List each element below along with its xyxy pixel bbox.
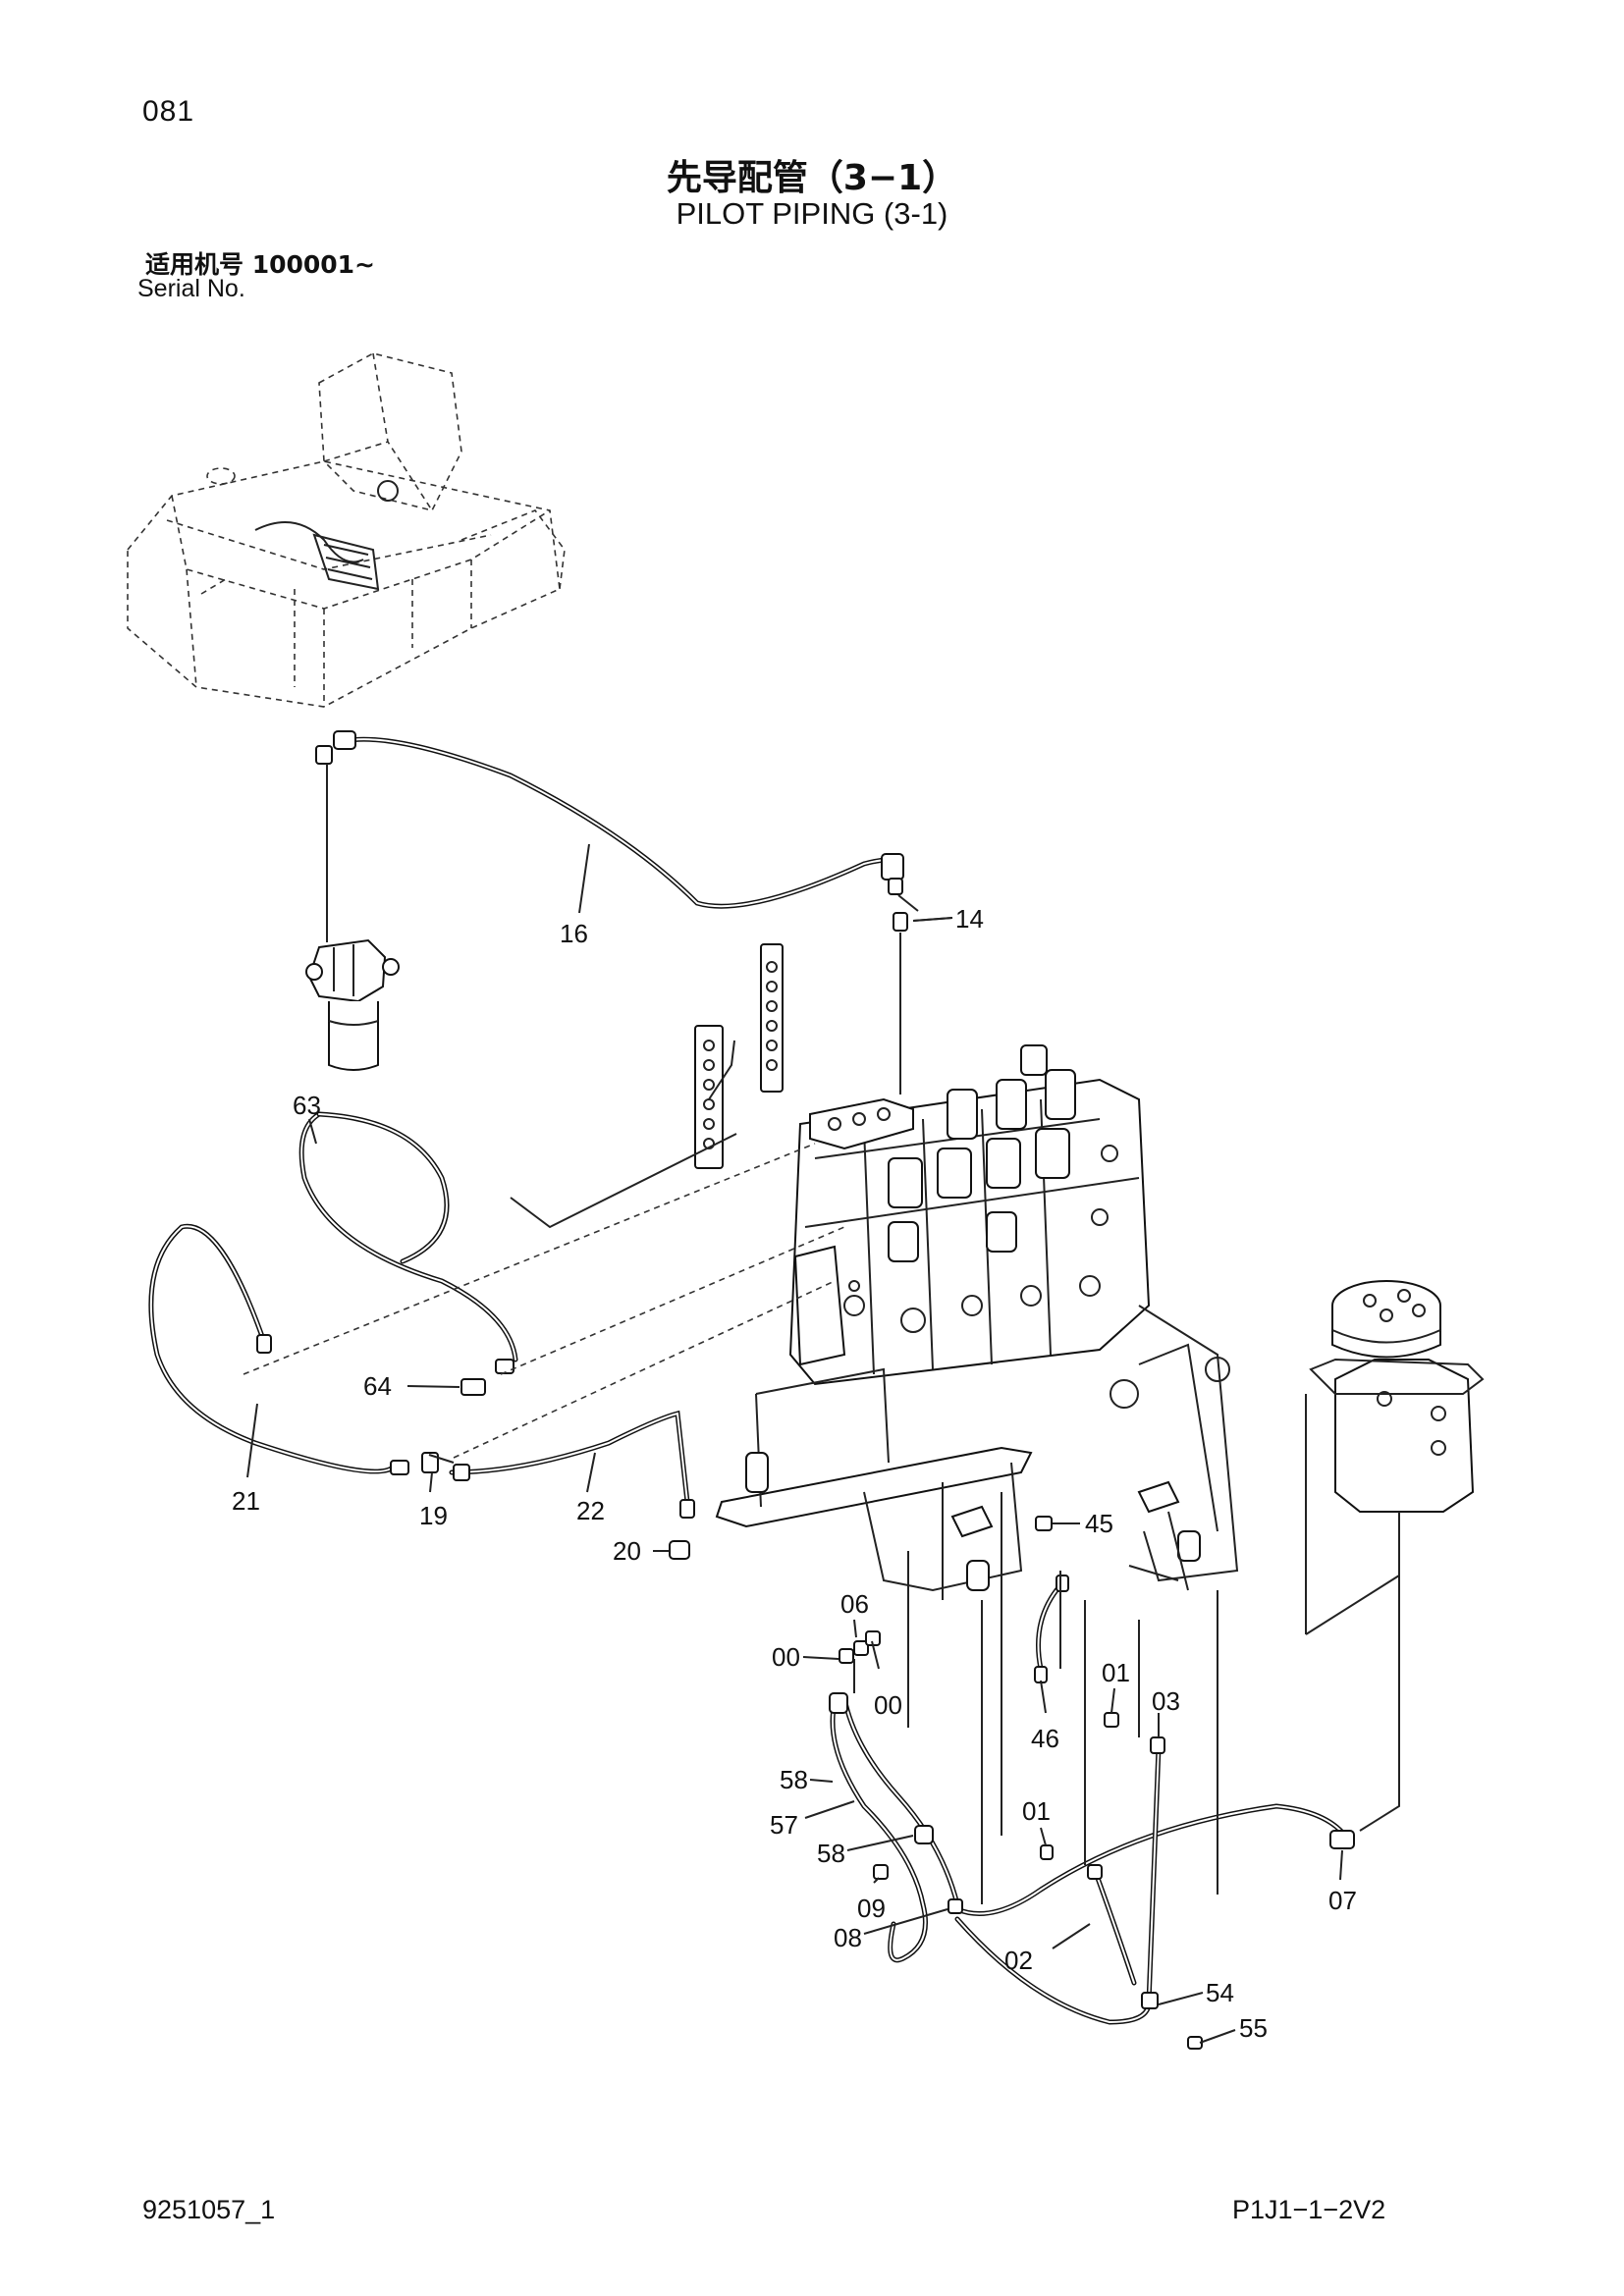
- control-valve: [788, 1044, 1151, 1409]
- hose-16: [315, 730, 904, 942]
- callout-63: 63: [293, 1091, 321, 1120]
- leader-dashed-21: [243, 1143, 816, 1375]
- callout-14: 14: [955, 904, 984, 934]
- hose-46: [1034, 1575, 1069, 1683]
- leader-63: [510, 1133, 737, 1229]
- fitting-20: [669, 1540, 690, 1560]
- callout-00-right: 00: [874, 1690, 902, 1720]
- callout-leaders: [246, 843, 1343, 2044]
- hose-21: [148, 1223, 409, 1475]
- callout-20: 20: [613, 1536, 641, 1566]
- callout-01-lower: 01: [1022, 1796, 1051, 1826]
- page-code: 081: [142, 95, 195, 128]
- center-joint: [1305, 1280, 1485, 1832]
- callout-58-lower: 58: [817, 1839, 845, 1868]
- serial-range-chinese: 适用机号 100001∼: [145, 250, 376, 279]
- footer-document-number: 9251057_1: [142, 2195, 276, 2224]
- valve-spools: [888, 1044, 1076, 1262]
- callout-06: 06: [840, 1589, 869, 1619]
- callout-16: 16: [560, 919, 588, 948]
- callout-07: 07: [1328, 1886, 1357, 1915]
- callout-22: 22: [576, 1496, 605, 1525]
- fitting-45: [1035, 1516, 1053, 1531]
- title-chinese: 先导配管（3−1）: [666, 158, 958, 198]
- title-english: PILOT PIPING (3-1): [676, 196, 948, 231]
- callout-19: 19: [419, 1501, 448, 1530]
- valve-ports: [843, 1145, 1139, 1409]
- callout-02: 02: [1004, 1946, 1033, 1975]
- footer-page-reference: P1J1−1−2V2: [1232, 2195, 1386, 2224]
- callout-54: 54: [1206, 1978, 1234, 2007]
- fitting-19: [421, 1452, 455, 1473]
- guide-lines: [907, 1492, 1218, 1904]
- pipes-02-03-07: [873, 1712, 1355, 2050]
- hose-63: [298, 1111, 518, 1374]
- pilot-filter-assembly: [305, 938, 400, 1071]
- callout-08: 08: [834, 1923, 862, 1952]
- callout-09: 09: [857, 1894, 886, 1923]
- excavator-overview-illustration: [127, 352, 566, 708]
- fitting-64: [460, 1378, 486, 1396]
- fitting-14: [893, 894, 953, 1095]
- hose-57: [829, 1692, 960, 1963]
- leader-dashed-64: [500, 1226, 845, 1375]
- callout-01-upper: 01: [1102, 1658, 1130, 1687]
- callout-64: 64: [363, 1371, 392, 1401]
- callout-46: 46: [1031, 1724, 1059, 1753]
- hose-22: [449, 1410, 695, 1519]
- callout-45: 45: [1085, 1509, 1113, 1538]
- callout-00-left: 00: [772, 1642, 800, 1672]
- callout-03: 03: [1152, 1686, 1180, 1716]
- callout-55: 55: [1239, 2013, 1268, 2043]
- serial-label-english: Serial No.: [137, 275, 245, 302]
- callout-58-upper: 58: [780, 1765, 808, 1794]
- callout-57: 57: [770, 1810, 798, 1840]
- leader-dashed-19: [453, 1280, 836, 1459]
- mounting-bracket: [715, 1305, 1239, 1600]
- manifold-plates: [694, 943, 784, 1169]
- callout-21: 21: [232, 1486, 260, 1516]
- fittings-00-06: [839, 1630, 881, 1693]
- callout-labels: 16 14 63 64 21 19 22 20 45 06 00 00 46 0…: [232, 904, 1357, 2043]
